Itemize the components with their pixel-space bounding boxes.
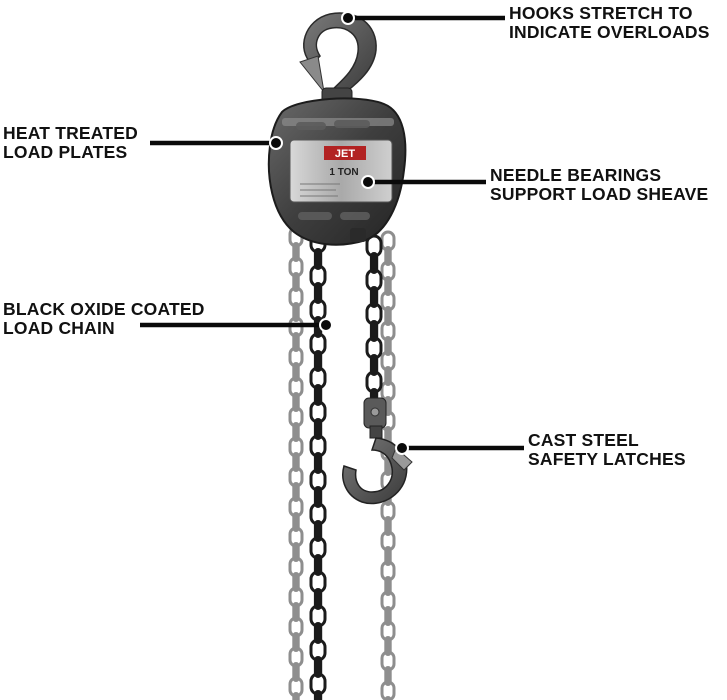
- hand-chain-link: [384, 516, 392, 536]
- hand-chain-link: [292, 482, 300, 502]
- load-chain-link: [369, 354, 379, 376]
- hand-chain-link: [384, 606, 392, 626]
- load-chain-right: [365, 234, 383, 410]
- leader-load-plates-dot: [269, 136, 283, 150]
- label-safety-latches-line2: SAFETY LATCHES: [528, 448, 686, 469]
- hoist-body: JET 1 TON: [267, 97, 407, 246]
- leader-safety-latches-dot: [395, 441, 409, 455]
- label-needle-bearings-line1: NEEDLE BEARINGS: [490, 165, 662, 185]
- load-chain-link: [369, 252, 379, 274]
- hand-chain-link: [384, 696, 392, 700]
- hand-chain-link: [292, 392, 300, 412]
- hand-chain-link: [292, 662, 300, 682]
- hand-chain-link: [384, 306, 392, 326]
- hand-chain-link: [384, 576, 392, 596]
- hand-chain-link: [384, 546, 392, 566]
- label-heat-treated: HEAT TREATED LOAD PLATES: [3, 124, 138, 161]
- label-safety-latches-line1: CAST STEEL: [528, 430, 639, 450]
- hand-chain-link: [384, 636, 392, 656]
- load-chain-link: [313, 350, 323, 372]
- hand-chain-link: [292, 632, 300, 652]
- hand-chain-link: [292, 242, 300, 262]
- hand-chain-link: [292, 452, 300, 472]
- brand-text: JET: [335, 148, 355, 160]
- hand-chain-link: [384, 246, 392, 266]
- load-chain-link: [313, 486, 323, 508]
- hand-chain-link: [292, 302, 300, 322]
- load-chain-link: [313, 588, 323, 610]
- load-chain-link: [313, 554, 323, 576]
- label-hooks-stretch-line1: HOOKS STRETCH TO: [509, 3, 693, 23]
- hand-chain-link: [292, 542, 300, 562]
- label-needle-bearings: NEEDLE BEARINGS SUPPORT LOAD SHEAVE: [490, 166, 708, 203]
- leader-hook-overload-dot: [341, 11, 355, 25]
- load-chain-link: [313, 690, 323, 700]
- top-hook: [299, 12, 377, 107]
- hand-chain-link: [292, 692, 300, 700]
- label-heat-treated-line2: LOAD PLATES: [3, 141, 128, 162]
- load-chain-left: [309, 230, 327, 700]
- label-load-chain: BLACK OXIDE COATED LOAD CHAIN: [3, 300, 205, 337]
- brand-badge: [324, 146, 366, 160]
- hand-chain-link: [292, 332, 300, 352]
- load-chain-link: [313, 384, 323, 406]
- label-load-chain-line2: LOAD CHAIN: [3, 317, 115, 338]
- capacity-text: 1 TON: [329, 167, 358, 178]
- load-chain-link: [313, 622, 323, 644]
- hand-chain-link: [380, 680, 396, 700]
- leader-lines: [140, 11, 524, 455]
- label-hooks-stretch-line2: INDICATE OVERLOADS: [509, 21, 710, 42]
- label-heat-treated-line1: HEAT TREATED: [3, 123, 138, 143]
- leader-needle-bearings-dot: [361, 175, 375, 189]
- leader-load-chain-dot: [319, 318, 333, 332]
- load-chain-link: [369, 320, 379, 342]
- hand-chain-link: [384, 336, 392, 356]
- hand-chain-link: [384, 666, 392, 686]
- load-chain-link: [313, 282, 323, 304]
- label-needle-bearings-line2: SUPPORT LOAD SHEAVE: [490, 183, 709, 204]
- hand-chain-link: [292, 422, 300, 442]
- load-chain-link: [313, 656, 323, 678]
- label-load-chain-line1: BLACK OXIDE COATED: [3, 299, 205, 319]
- hand-chain-left: [288, 226, 304, 700]
- hand-chain-link: [292, 362, 300, 382]
- hand-chain-link: [384, 366, 392, 386]
- hand-chain-link: [384, 276, 392, 296]
- bottom-hook: [342, 397, 413, 505]
- hand-chain-link: [292, 512, 300, 532]
- hand-chain-link: [292, 272, 300, 292]
- load-chain-link: [313, 248, 323, 270]
- label-safety-latches: CAST STEEL SAFETY LATCHES: [528, 431, 686, 468]
- load-chain-link: [369, 286, 379, 308]
- hand-chain-link: [292, 602, 300, 622]
- load-chain-link: [313, 452, 323, 474]
- hand-chain-link: [292, 572, 300, 592]
- load-chain-link: [313, 520, 323, 542]
- load-chain-link: [313, 418, 323, 440]
- label-hooks-stretch: HOOKS STRETCH TO INDICATE OVERLOADS: [509, 4, 710, 41]
- safety-latch: [391, 447, 413, 471]
